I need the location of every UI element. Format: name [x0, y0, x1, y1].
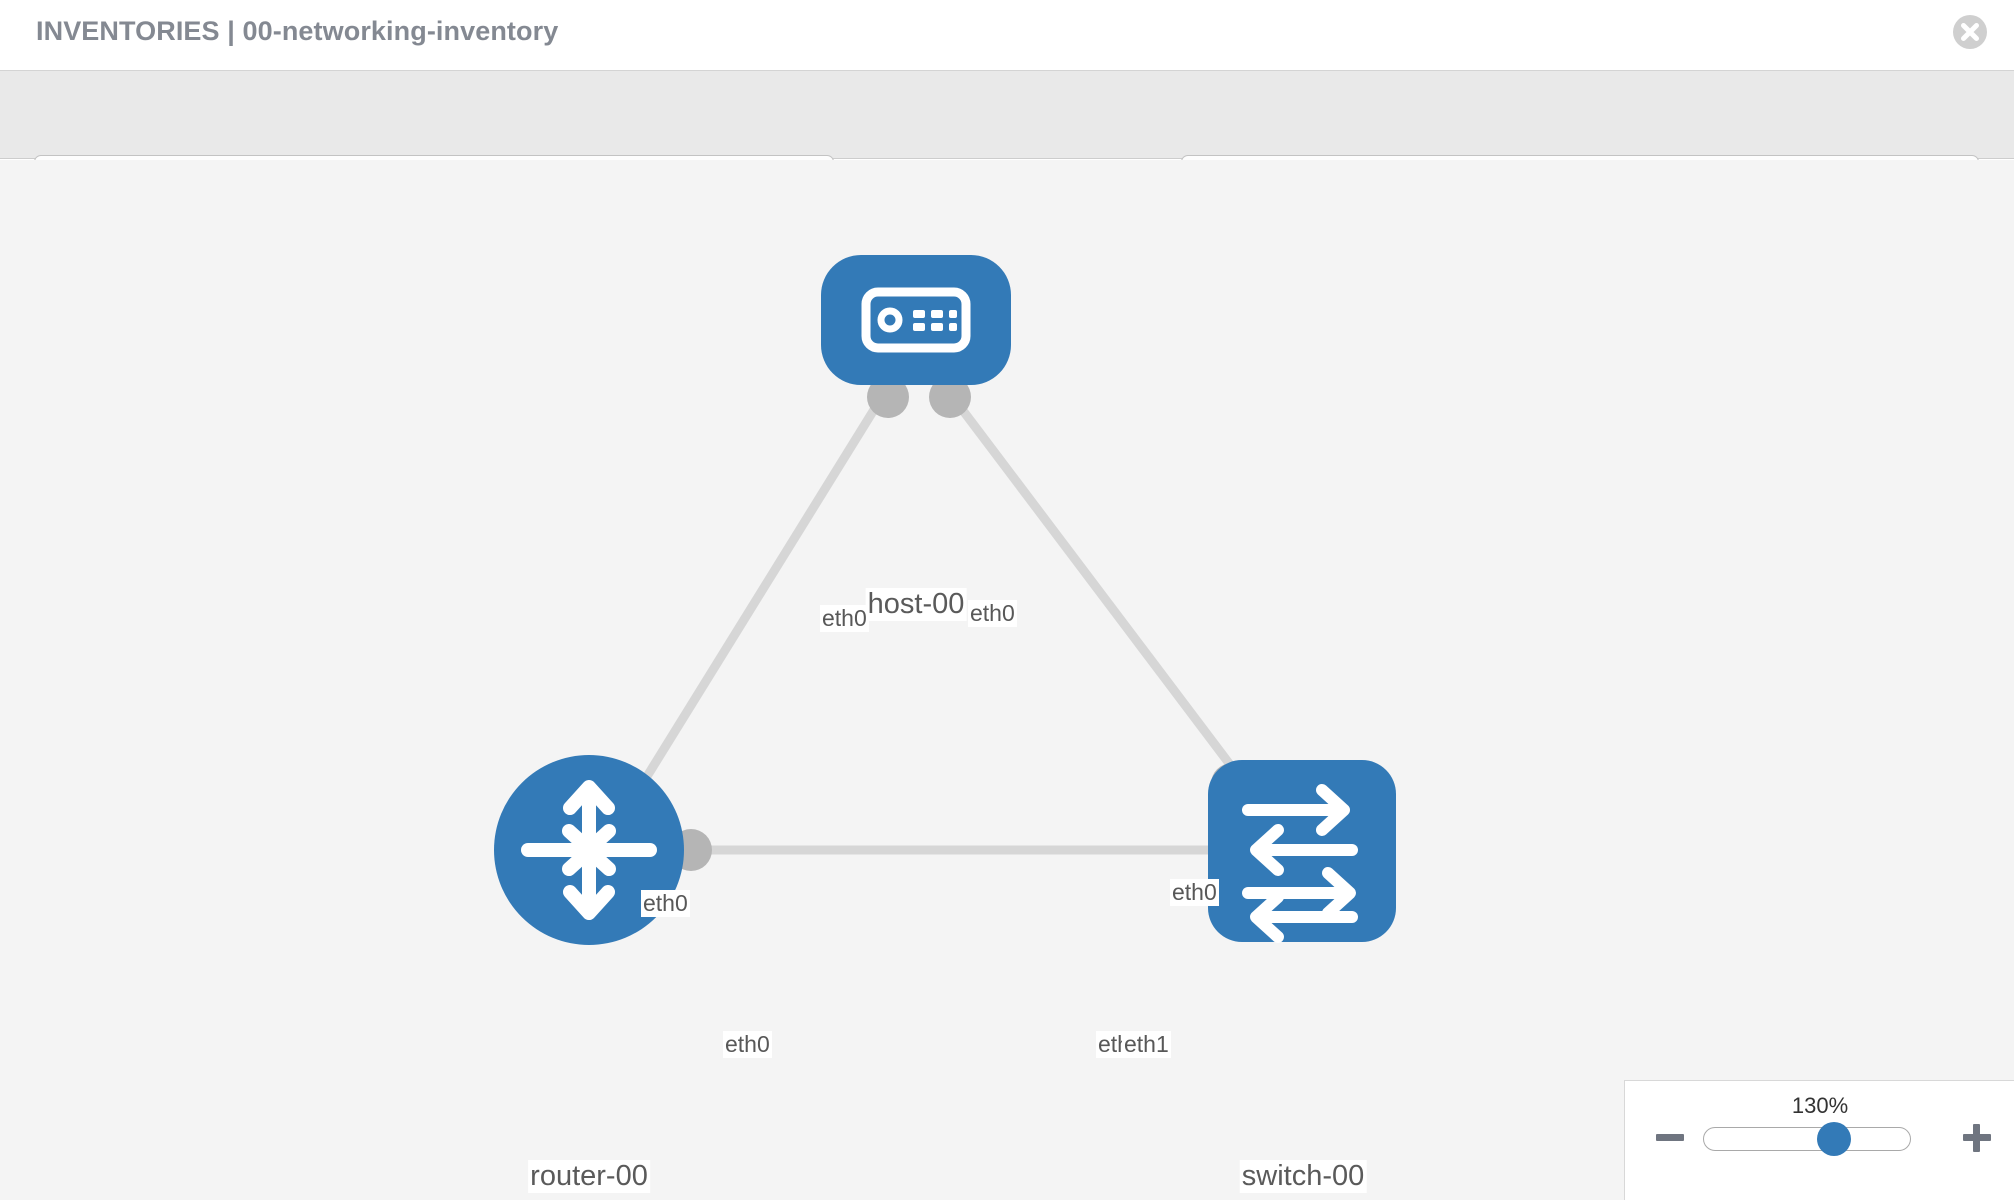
zoom-out-button[interactable] [1653, 1121, 1687, 1155]
page-title: INVENTORIES | 00-networking-inventory [36, 16, 559, 46]
zoom-slider[interactable] [1703, 1122, 1911, 1156]
node-host-00 [821, 255, 1011, 385]
zoom-level-label: 130% [1791, 1093, 1849, 1118]
topology-edges [616, 397, 1272, 855]
router-arrows-icon [521, 780, 657, 920]
page-header: INVENTORIES | 00-networking-inventory [0, 0, 2014, 70]
connector-host-left [867, 376, 909, 418]
topology-connectors [670, 376, 1253, 871]
node-router-00 [494, 755, 684, 945]
edge-host-switch [951, 397, 1272, 818]
topology-canvas[interactable]: host-00 router-00 switch-00 eth0 eth0 et… [0, 160, 2014, 1200]
node-switch-00 [1208, 760, 1396, 943]
node-label-host-00: host-00 [865, 588, 967, 621]
edge-label-host-right: eth0 [968, 600, 1017, 627]
edge-label-switch-up: eth0 [1170, 879, 1219, 906]
topology-graph [494, 255, 1396, 945]
switch-arrows-icon [1242, 784, 1358, 943]
zoom-control-panel: 130% [1624, 1080, 2014, 1200]
node-host-00-shape [821, 255, 1011, 385]
connector-host-right [929, 376, 971, 418]
edge-label-router-up: eth0 [641, 890, 690, 917]
toolbar: ACTIONS SEARCH [0, 70, 2014, 213]
node-label-router-00: router-00 [528, 1160, 650, 1193]
zoom-slider-handle[interactable] [1816, 1122, 1851, 1156]
edge-label-switch-left: eth1 [1122, 1031, 1171, 1058]
edge-host-router [616, 397, 884, 823]
edge-label-host-left: eth0 [820, 605, 869, 632]
node-label-switch-00: switch-00 [1239, 1160, 1367, 1193]
zoom-in-button[interactable] [1960, 1121, 1994, 1155]
server-icon [861, 287, 971, 353]
edge-label-router-right: eth0 [723, 1031, 772, 1058]
close-icon[interactable] [1950, 12, 1990, 52]
